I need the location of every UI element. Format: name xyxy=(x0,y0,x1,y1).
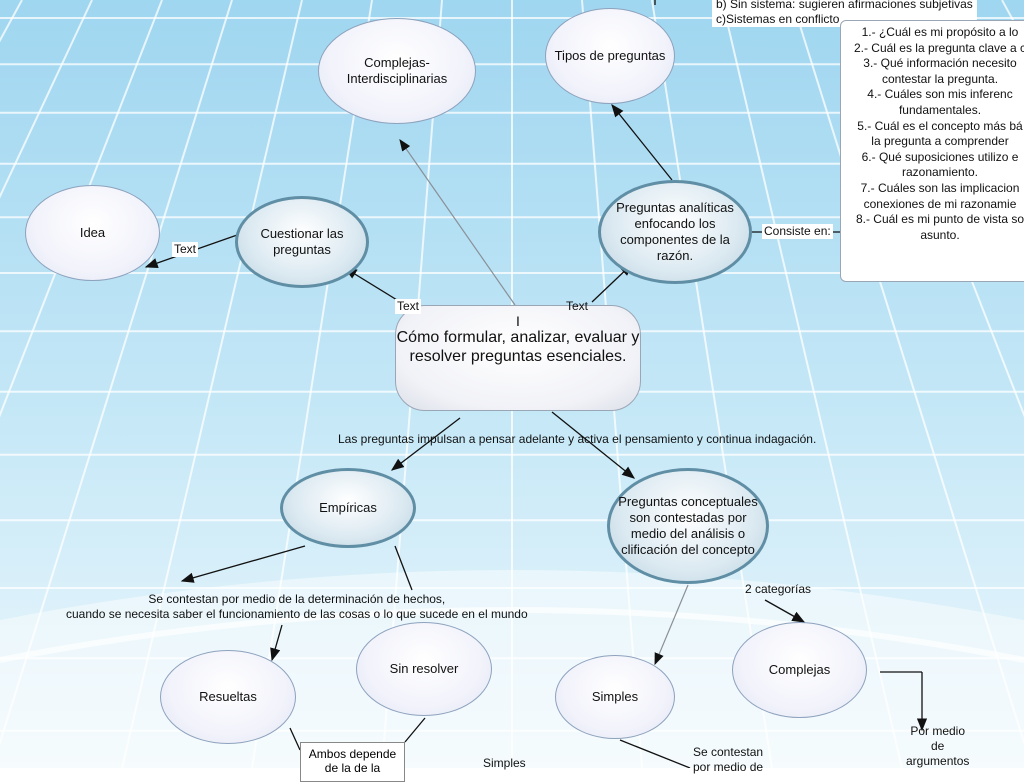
edge-label-text-cuestionar: Text xyxy=(395,299,422,314)
edge-center-empiricas xyxy=(390,417,461,471)
edge-analiticas-tipos xyxy=(611,103,673,181)
question-line: 2.- Cuál es la pregunta clave a c xyxy=(853,40,1024,55)
edge-center-conceptuales xyxy=(551,411,636,479)
node-ambos-dependen[interactable]: Ambos depende de la de la xyxy=(300,742,405,782)
text-cursor: I xyxy=(516,313,520,329)
question-line: 7.- Cuáles son las implicacion xyxy=(860,180,1020,195)
node-sin-resolver[interactable]: Sin resolver xyxy=(356,622,492,716)
question-line: conexiones de mi razonamie xyxy=(863,196,1017,211)
node-complejas-interdisciplinarias[interactable]: Complejas- Interdisciplinarias xyxy=(318,18,476,124)
edge-hechos-resueltas xyxy=(270,624,283,662)
question-line: 5.- Cuál es el concepto más bá xyxy=(857,118,1023,133)
grid-line-vertical xyxy=(121,0,303,768)
central-title: Cómo formular, analizar, evaluar y resol… xyxy=(396,329,640,365)
edge-label-2-categorias: 2 categorías xyxy=(745,582,812,596)
node-preguntas-conceptuales[interactable]: Preguntas conceptuales son contestadas p… xyxy=(607,468,769,584)
label-simples-bottom: Simples xyxy=(483,756,526,770)
edge-conceptuales-simples xyxy=(654,584,689,666)
question-line: 1.- ¿Cuál es mi propósito a lo xyxy=(861,25,1019,39)
node-cuestionar-preguntas[interactable]: Cuestionar las preguntas xyxy=(235,196,369,288)
node-idea[interactable]: Idea xyxy=(25,185,160,281)
node-complejas[interactable]: Complejas xyxy=(732,622,867,718)
note-line-2: c)Sistemas en conflicto xyxy=(716,12,840,26)
label-se-contestan: Se contestan por medio de xyxy=(693,745,764,774)
question-line: razonamiento. xyxy=(901,165,979,180)
edge-label-impulsan: Las preguntas impulsan a pensar adelante… xyxy=(338,432,817,446)
edge-empiricas-hechos xyxy=(180,545,306,583)
question-line: contestar la pregunta. xyxy=(881,71,999,86)
edge-ambos-sinresolver xyxy=(404,717,426,743)
grid-line-vertical xyxy=(721,0,903,768)
question-line: asunto. xyxy=(920,227,960,242)
edge-simples-contestan xyxy=(619,739,691,768)
edge-label-text-analiticas: Text xyxy=(566,299,589,313)
question-line: fundamentales. xyxy=(898,102,982,117)
edge-label-consiste: Consiste en: xyxy=(762,224,833,239)
node-simples[interactable]: Simples xyxy=(555,655,675,739)
node-tipos-de-preguntas[interactable]: Tipos de preguntas xyxy=(545,8,675,104)
question-line: 6.- Qué suposiciones utilizo e xyxy=(861,149,1019,164)
edge-ambos-resueltas xyxy=(289,727,301,751)
edge-empiricas-hechos2 xyxy=(394,545,413,591)
edge-top-link xyxy=(654,0,656,5)
grid-line-vertical xyxy=(0,0,93,199)
node-empiricas[interactable]: Empíricas xyxy=(280,468,416,548)
question-line: la pregunta a comprender xyxy=(871,134,1009,149)
question-line: 8.- Cuál es mi punto de vista so xyxy=(855,212,1024,227)
edge-label-text-idea: Text xyxy=(172,242,199,257)
question-line: 4.- Cuáles son mis inferenc xyxy=(867,87,1013,102)
note-line-1: b) Sin sistema: sugieren afirmaciones su… xyxy=(716,0,973,11)
label-por-medio: Por medio de argumentos xyxy=(906,724,970,768)
edge-center-complejas-inter xyxy=(399,139,516,306)
grid-line-vertical xyxy=(0,0,233,746)
edge-label-contestan-hechos: Se contestan por medio de la determinaci… xyxy=(66,592,528,621)
grid-line-vertical xyxy=(791,0,1024,746)
grid-line-vertical xyxy=(251,0,373,768)
node-preguntas-analiticas[interactable]: Preguntas analíticas enfocando los compo… xyxy=(598,180,752,284)
question-line: 3.- Qué información necesito xyxy=(863,56,1017,71)
node-central-topic[interactable]: I Cómo formular, analizar, evaluar y res… xyxy=(395,305,641,411)
grid-line-vertical xyxy=(0,0,163,418)
edge-cat-complejas xyxy=(764,599,806,623)
node-resueltas[interactable]: Resueltas xyxy=(160,650,296,744)
